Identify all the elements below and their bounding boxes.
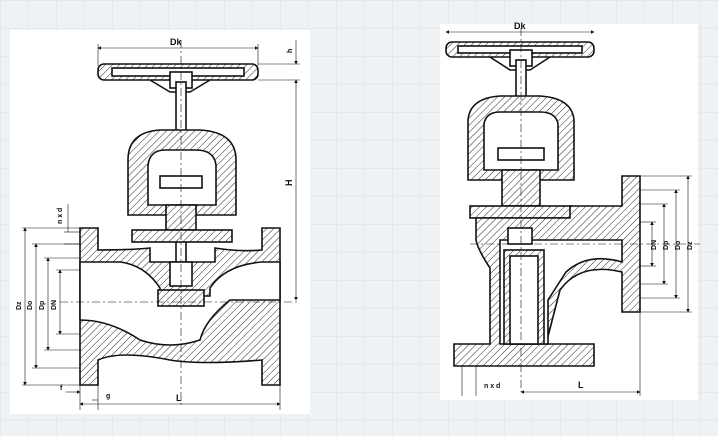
dim-label-dp-right: Dp bbox=[663, 241, 670, 250]
dim-label-l-right: L bbox=[578, 380, 584, 390]
dim-label-do-right: Do bbox=[675, 241, 682, 250]
valve-body-right bbox=[453, 175, 641, 367]
dim-label-dz-right: Dz bbox=[687, 241, 694, 250]
dim-label-h: h bbox=[287, 49, 294, 53]
angle-globe-valve: Dk Dz Do Dp DN n x d L bbox=[445, 21, 700, 396]
dim-label-do: Do bbox=[27, 301, 34, 310]
dim-label-dz: Dz bbox=[16, 301, 23, 310]
dim-label-H: H bbox=[284, 180, 294, 187]
straight-globe-valve: Dk h H n x d Dz Do Dp DN f bbox=[16, 37, 300, 410]
dim-label-f: f bbox=[60, 385, 63, 392]
dim-label-nxd: n x d bbox=[57, 208, 64, 224]
bonnet bbox=[127, 129, 237, 243]
dim-label-dk: Dk bbox=[170, 37, 182, 47]
dim-label-dn-right: DN bbox=[651, 240, 658, 250]
dim-label-dp: Dp bbox=[39, 301, 46, 310]
dim-label-l: L bbox=[176, 393, 182, 403]
dim-label-dk-right: Dk bbox=[514, 21, 526, 31]
dim-label-g: g bbox=[106, 393, 110, 400]
handwheel bbox=[97, 63, 259, 93]
dim-label-dn: DN bbox=[51, 300, 58, 310]
dim-label-nxd-right: n x d bbox=[484, 383, 500, 390]
